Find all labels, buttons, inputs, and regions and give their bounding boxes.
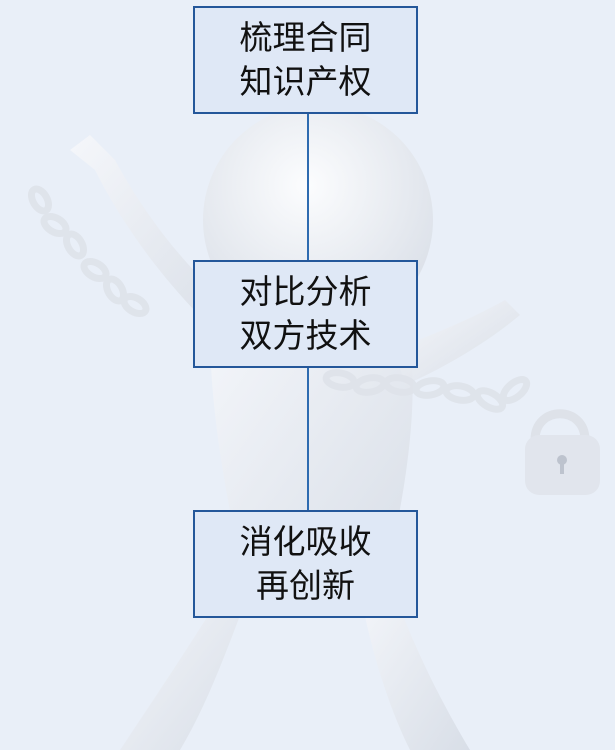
figure-left-leg: [120, 580, 250, 750]
broken-chain-icon: [322, 369, 531, 413]
broken-chain-icon: [27, 185, 150, 318]
step-box-3: 消化吸收 再创新: [193, 510, 418, 618]
step-box-1: 梳理合同 知识产权: [193, 6, 418, 114]
connector-line-1: [307, 114, 309, 260]
step-2-line-1: 对比分析: [239, 272, 372, 311]
step-3-line-1: 消化吸收: [239, 522, 372, 561]
figure-right-leg: [360, 580, 470, 750]
step-1-line-1: 梳理合同: [239, 18, 372, 57]
step-1-line-2: 知识产权: [239, 62, 372, 101]
figure-right-arm: [395, 300, 520, 385]
step-3-line-2: 再创新: [256, 566, 355, 605]
step-box-2: 对比分析 双方技术: [193, 260, 418, 368]
step-2-line-2: 双方技术: [239, 316, 372, 355]
padlock-icon: [525, 409, 600, 495]
connector-line-2: [307, 368, 309, 510]
